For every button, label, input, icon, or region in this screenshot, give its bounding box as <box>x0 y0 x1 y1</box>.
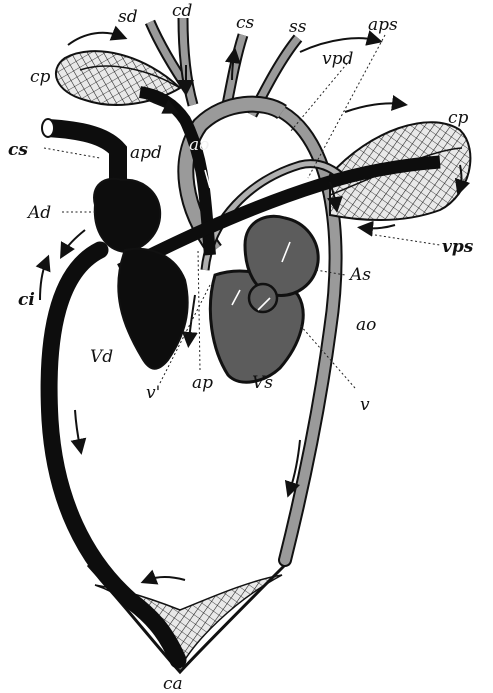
label-v: v <box>360 395 370 415</box>
label-ss: ss <box>289 17 307 37</box>
label-cs-left: cs <box>8 140 28 160</box>
leader-vps <box>375 235 440 245</box>
label-ao-right: ao <box>356 315 376 335</box>
flow-arrow <box>345 103 400 112</box>
label-apd: apd <box>130 143 162 163</box>
right-ventricle <box>118 249 187 369</box>
leader-cs <box>44 148 100 158</box>
label-ca: ca <box>163 674 183 693</box>
right-atrium <box>94 179 160 252</box>
label-sd: sd <box>118 7 138 27</box>
label-vd: Vd <box>90 347 113 367</box>
label-v-prime: v' <box>146 383 160 403</box>
label-aps: aps <box>368 15 398 35</box>
flow-arrow <box>148 577 185 580</box>
label-ao-inner: ao <box>189 135 209 155</box>
flow-arrow <box>365 225 395 228</box>
label-cs-top: cs <box>236 13 255 33</box>
flow-arrow <box>75 410 80 447</box>
leader-ap <box>198 250 200 370</box>
label-ci: ci <box>18 290 35 310</box>
flow-arrow <box>189 295 195 340</box>
label-cp-right: cp <box>448 108 469 128</box>
label-ap: ap <box>192 373 213 393</box>
flow-arrow <box>64 230 85 252</box>
label-vs: Vs <box>252 373 273 393</box>
left-atrium <box>245 216 318 295</box>
label-ad: Ad <box>26 203 51 223</box>
flow-arrow <box>40 262 46 300</box>
label-cp-left: cp <box>30 67 51 87</box>
flow-arrow <box>68 33 120 45</box>
label-as: As <box>348 265 371 285</box>
label-vpd: vpd <box>322 49 353 69</box>
label-vps: vps <box>442 237 474 257</box>
label-cd: cd <box>172 1 193 21</box>
